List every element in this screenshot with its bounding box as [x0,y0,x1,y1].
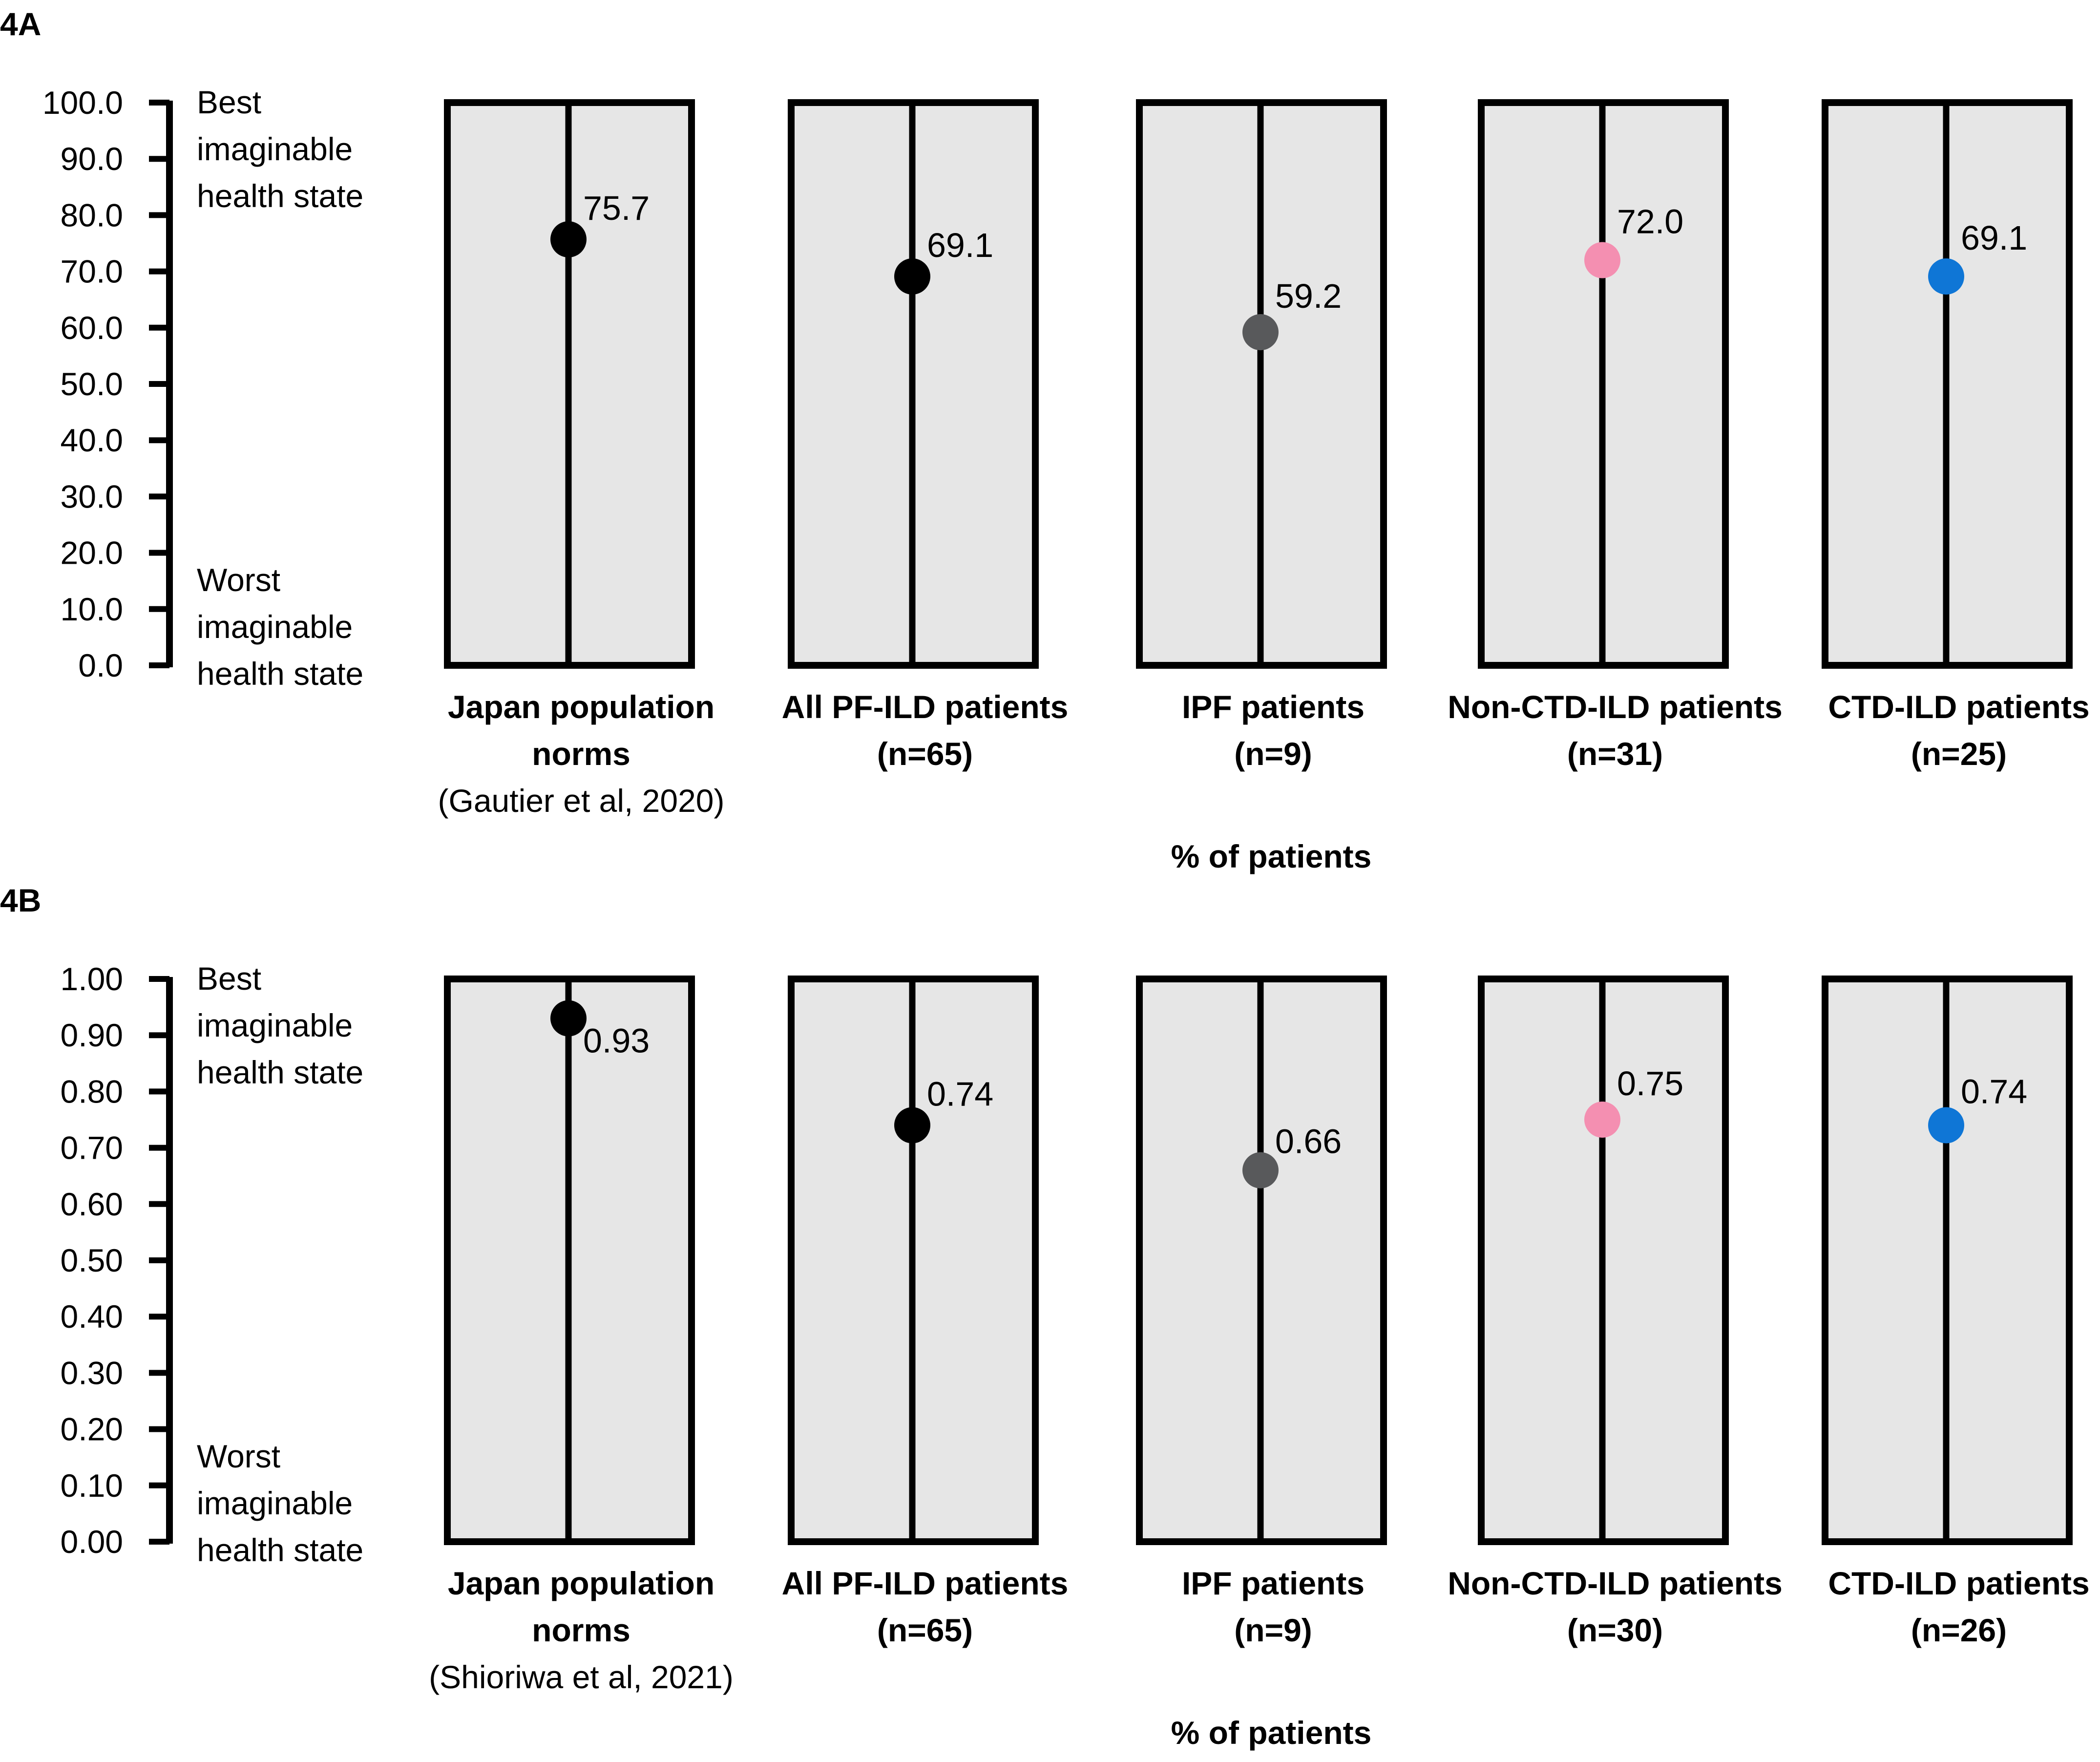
data-point [1928,258,1964,295]
y-top-anchor-label: Best [197,84,261,120]
data-point [894,1107,930,1144]
category-label: (n=65) [877,736,973,772]
y-tick-label: 70.0 [61,254,123,290]
category-label: (n=30) [1567,1612,1663,1648]
y-tick-label: 0.50 [61,1242,123,1278]
y-tick-label: 20.0 [61,535,123,571]
category-label: (n=25) [1911,736,2007,772]
y-tick-label: 100.0 [42,85,123,121]
y-bottom-anchor-label: Worst [197,1438,280,1474]
category-label: Japan population [448,1565,714,1601]
data-label: 72.0 [1617,203,1683,241]
data-point [550,1000,587,1037]
y-bottom-anchor-label: imaginable [197,1485,353,1521]
y-tick-label: 30.0 [61,478,123,514]
data-point [1242,1152,1279,1189]
x-axis-title: % of patients [1171,1715,1372,1751]
data-label: 69.1 [927,226,993,264]
y-top-anchor-label: Best [197,960,261,997]
category-label: (n=65) [877,1612,973,1648]
category-label: CTD-ILD patients [1828,689,2089,725]
panel-label: 4A [0,6,41,42]
data-label: 69.1 [1961,219,2027,257]
y-tick-label: 0.10 [61,1467,123,1504]
y-tick-label: 0.40 [61,1298,123,1335]
category-label: (n=9) [1234,736,1312,772]
data-point [1584,1102,1620,1138]
y-top-anchor-label: health state [197,1054,363,1090]
data-point [1584,242,1620,278]
category-label: (n=31) [1567,736,1663,772]
category-label: IPF patients [1182,689,1365,725]
y-bottom-anchor-label: health state [197,1532,363,1568]
data-label: 59.2 [1275,277,1342,315]
y-tick-label: 50.0 [61,366,123,402]
data-label: 0.74 [1961,1073,2027,1111]
y-tick-label: 0.0 [78,647,123,683]
y-tick-label: 0.20 [61,1411,123,1447]
y-tick-label: 0.60 [61,1186,123,1222]
y-tick-label: 1.00 [61,961,123,997]
data-point [1928,1107,1964,1144]
category-note: (Gautier et al, 2020) [438,783,725,819]
y-tick-label: 90.0 [61,141,123,177]
y-bottom-anchor-label: imaginable [197,609,353,645]
category-label: Japan population [448,689,714,725]
y-top-anchor-label: health state [197,178,363,214]
category-label: Non-CTD-ILD patients [1448,1565,1783,1601]
category-label: IPF patients [1182,1565,1365,1601]
category-note: (Shioriwa et al, 2021) [429,1659,734,1695]
data-point [1242,314,1279,351]
data-point [894,258,930,295]
category-label: norms [532,1612,630,1648]
data-label: 75.7 [583,189,650,227]
category-label: All PF-ILD patients [782,689,1069,725]
y-tick-label: 40.0 [61,422,123,458]
category-label: norms [532,736,630,772]
data-label: 0.75 [1617,1064,1683,1103]
category-label: CTD-ILD patients [1828,1565,2089,1601]
category-label: All PF-ILD patients [782,1565,1069,1601]
y-bottom-anchor-label: health state [197,656,363,692]
y-tick-label: 60.0 [61,310,123,346]
x-axis-title: % of patients [1171,838,1372,874]
data-label: 0.74 [927,1075,993,1113]
y-bottom-anchor-label: Worst [197,562,280,598]
y-tick-label: 0.70 [61,1130,123,1166]
y-tick-label: 0.30 [61,1355,123,1391]
y-tick-label: 0.00 [61,1524,123,1560]
y-tick-label: 0.90 [61,1017,123,1053]
category-label: (n=9) [1234,1612,1312,1648]
panel-label: 4B [0,882,41,918]
data-point [550,221,587,257]
data-label: 0.93 [583,1022,650,1060]
y-tick-label: 10.0 [61,591,123,627]
category-label: (n=26) [1911,1612,2007,1648]
y-tick-label: 0.80 [61,1073,123,1109]
category-label: Non-CTD-ILD patients [1448,689,1783,725]
y-top-anchor-label: imaginable [197,131,353,167]
data-label: 0.66 [1275,1123,1342,1161]
y-tick-label: 80.0 [61,197,123,233]
y-top-anchor-label: imaginable [197,1007,353,1043]
